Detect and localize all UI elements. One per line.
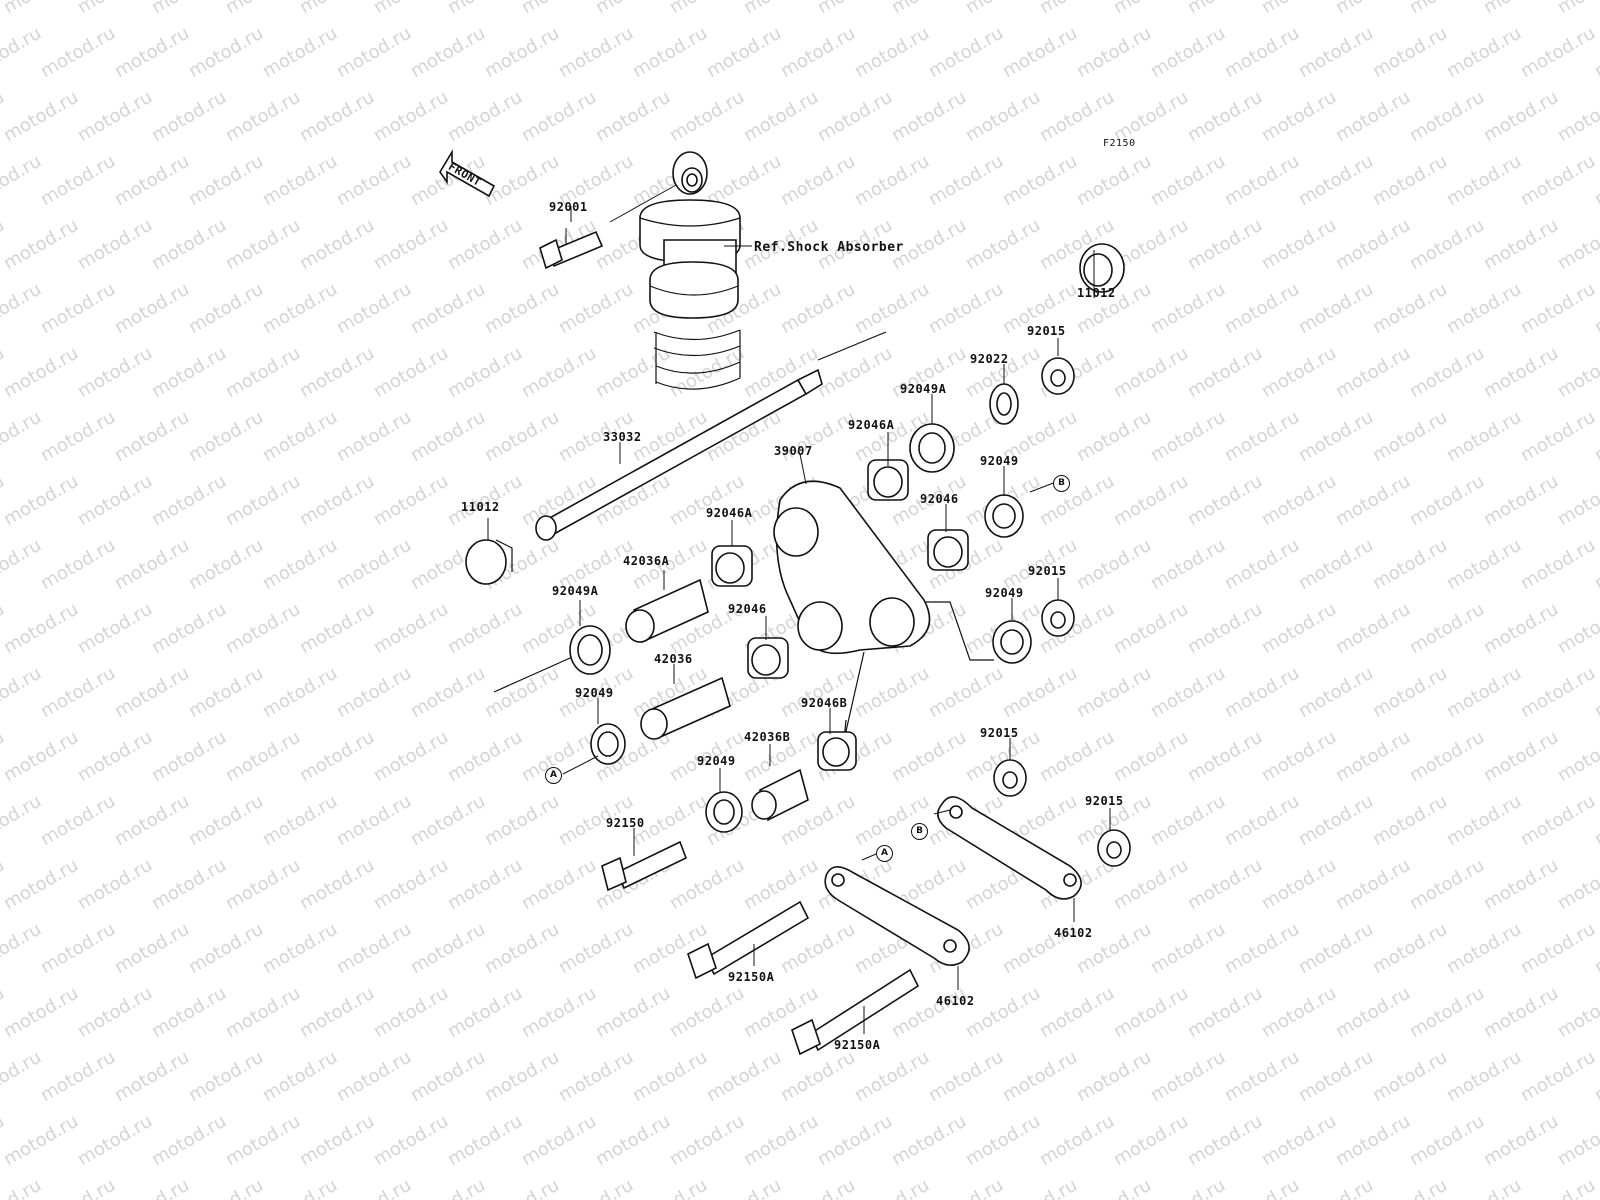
label-46102-right: 46102 [1054, 926, 1093, 940]
nut-92015-mid [1041, 599, 1075, 637]
label-92015-low: 92015 [980, 726, 1019, 740]
front-arrow-icon [439, 149, 496, 198]
label-92046-mid: 92046 [728, 602, 767, 616]
label-92150: 92150 [606, 816, 645, 830]
collar-42036B [751, 768, 809, 822]
label-92015-mid: 92015 [1028, 564, 1067, 578]
bolt-92150A-mid [687, 900, 810, 980]
label-42036B: 42036B [744, 730, 791, 744]
seal-92049-left [562, 723, 626, 775]
seal-92049A-left [569, 625, 611, 675]
nut-92015-low [993, 759, 1027, 797]
label-92049-left: 92049 [575, 686, 614, 700]
label-92049-right-mid: 92049 [985, 586, 1024, 600]
label-92015-top: 92015 [1027, 324, 1066, 338]
rocker-arm-39007 [773, 480, 994, 741]
tie-rod-46102-mid [824, 853, 970, 966]
label-92049-bottom: 92049 [697, 754, 736, 768]
washer-92022 [989, 383, 1019, 425]
tie-rod-46102-right [933, 796, 1082, 900]
ref-circle-b-top: B [1053, 475, 1070, 492]
bearing-92046-right [927, 529, 969, 571]
bearing-92046B [817, 731, 857, 771]
collar-42036A [625, 578, 709, 644]
label-92046A-top: 92046A [848, 418, 895, 432]
seal-92049A-top [909, 423, 955, 473]
collar-42036 [640, 676, 731, 740]
figure-id: F2150 [1103, 138, 1136, 149]
nut-92015-top [1041, 357, 1075, 395]
label-46102-mid: 46102 [936, 994, 975, 1008]
label-92046-right: 92046 [920, 492, 959, 506]
axle-33032 [493, 331, 887, 693]
ref-circle-a-bottom: A [876, 845, 893, 862]
bearing-92046A-top [867, 459, 909, 501]
label-92001: 92001 [549, 200, 588, 214]
bearing-92046-mid [747, 637, 789, 679]
label-11012-right: 11012 [1077, 286, 1116, 300]
label-92150A-mid: 92150A [728, 970, 775, 984]
label-39007: 39007 [774, 444, 813, 458]
ref-circle-b-bottom: B [911, 823, 928, 840]
cap-11012-left [465, 539, 513, 585]
label-92015-bottom: 92015 [1085, 794, 1124, 808]
label-92049-right-top: 92049 [980, 454, 1019, 468]
ref-shock-absorber-label: Ref.Shock Absorber [754, 240, 904, 255]
shock-absorber [609, 151, 741, 390]
bolt-92001 [539, 228, 604, 270]
label-92046A-mid: 92046A [706, 506, 753, 520]
label-42036: 42036 [654, 652, 693, 666]
label-42036A: 42036A [623, 554, 670, 568]
label-92049A-top: 92049A [900, 382, 947, 396]
bolt-92150 [601, 840, 688, 892]
label-92049A-left: 92049A [552, 584, 599, 598]
cap-11012-right [1079, 243, 1125, 293]
ref-circle-a-left: A [545, 767, 562, 784]
label-92150A-bottom: 92150A [834, 1038, 881, 1052]
nut-92015-bottom [1097, 829, 1131, 867]
label-33032: 33032 [603, 430, 642, 444]
seal-92049-right-top [984, 494, 1024, 538]
seal-92049-bottom [705, 791, 743, 833]
label-92022: 92022 [970, 352, 1009, 366]
bearing-92046A-mid [711, 545, 753, 587]
label-11012-left: 11012 [461, 500, 500, 514]
label-92046B: 92046B [801, 696, 848, 710]
leader-lines [487, 206, 1111, 1034]
seal-92049-right-mid [992, 620, 1032, 664]
